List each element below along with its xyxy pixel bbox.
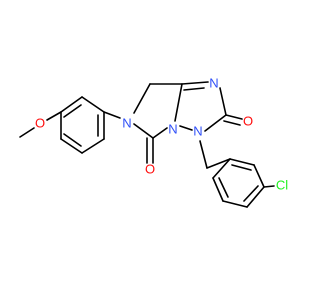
bond-ring5b — [63, 133, 82, 147]
atom-n-triazole-lower: N — [193, 123, 202, 138]
bond-methyl-o — [19, 127, 35, 138]
bond-ring1b — [63, 104, 82, 118]
bond-clring5b — [218, 177, 229, 198]
bond-ring4 — [81, 138, 105, 154]
bonds — [19, 81, 275, 208]
bond-ring2 — [81, 96, 105, 113]
bond-clring4 — [222, 200, 248, 208]
bond-clring6 — [212, 158, 231, 179]
bond-o-ring — [46, 111, 62, 121]
bond-ring5 — [60, 138, 83, 154]
atom-cl: Cl — [276, 177, 288, 192]
bond-c-cl — [263, 185, 275, 188]
bond-clring3 — [246, 186, 265, 208]
bond-clring1 — [229, 158, 255, 166]
bond-clring3b — [243, 185, 259, 202]
bond-ring1 — [60, 96, 83, 113]
molecule-structure: O N N N N O O Cl — [19, 75, 288, 208]
bond-c-o-b — [223, 120, 241, 126]
bond-c-nupper-b — [183, 87, 205, 91]
bond-ch2-ring — [206, 158, 231, 169]
bond-n-ch2 — [133, 83, 151, 114]
atom-labels: O N N N N O O Cl — [35, 75, 288, 192]
bond-nlower-ch2 — [199, 140, 208, 169]
atom-n-bridge: N — [168, 121, 177, 136]
bond-clring1b — [231, 164, 252, 171]
bond-clring2 — [253, 164, 265, 188]
bond-phenyl-n — [103, 111, 121, 119]
atom-o-triazolone: O — [243, 113, 253, 128]
bond-co-n — [133, 123, 154, 139]
molecule-canvas: O N N N N O O Cl — [19, 75, 288, 208]
atom-o-imidazolone: O — [145, 161, 155, 176]
atom-n-imidazole: N — [122, 115, 131, 130]
bond-nlower-nbridge — [179, 125, 193, 131]
bond-nbridge-co — [152, 127, 168, 139]
bond-clring5 — [212, 177, 224, 202]
bond-c-nupper — [181, 81, 209, 85]
bond-nupper-c — [219, 87, 227, 116]
bond-c-nlower — [204, 114, 227, 132]
bond-c-o — [225, 114, 243, 120]
atom-n-triazole-upper: N — [209, 75, 218, 90]
atom-o-methoxy: O — [35, 115, 45, 130]
bond-c-nbridge — [174, 83, 183, 122]
